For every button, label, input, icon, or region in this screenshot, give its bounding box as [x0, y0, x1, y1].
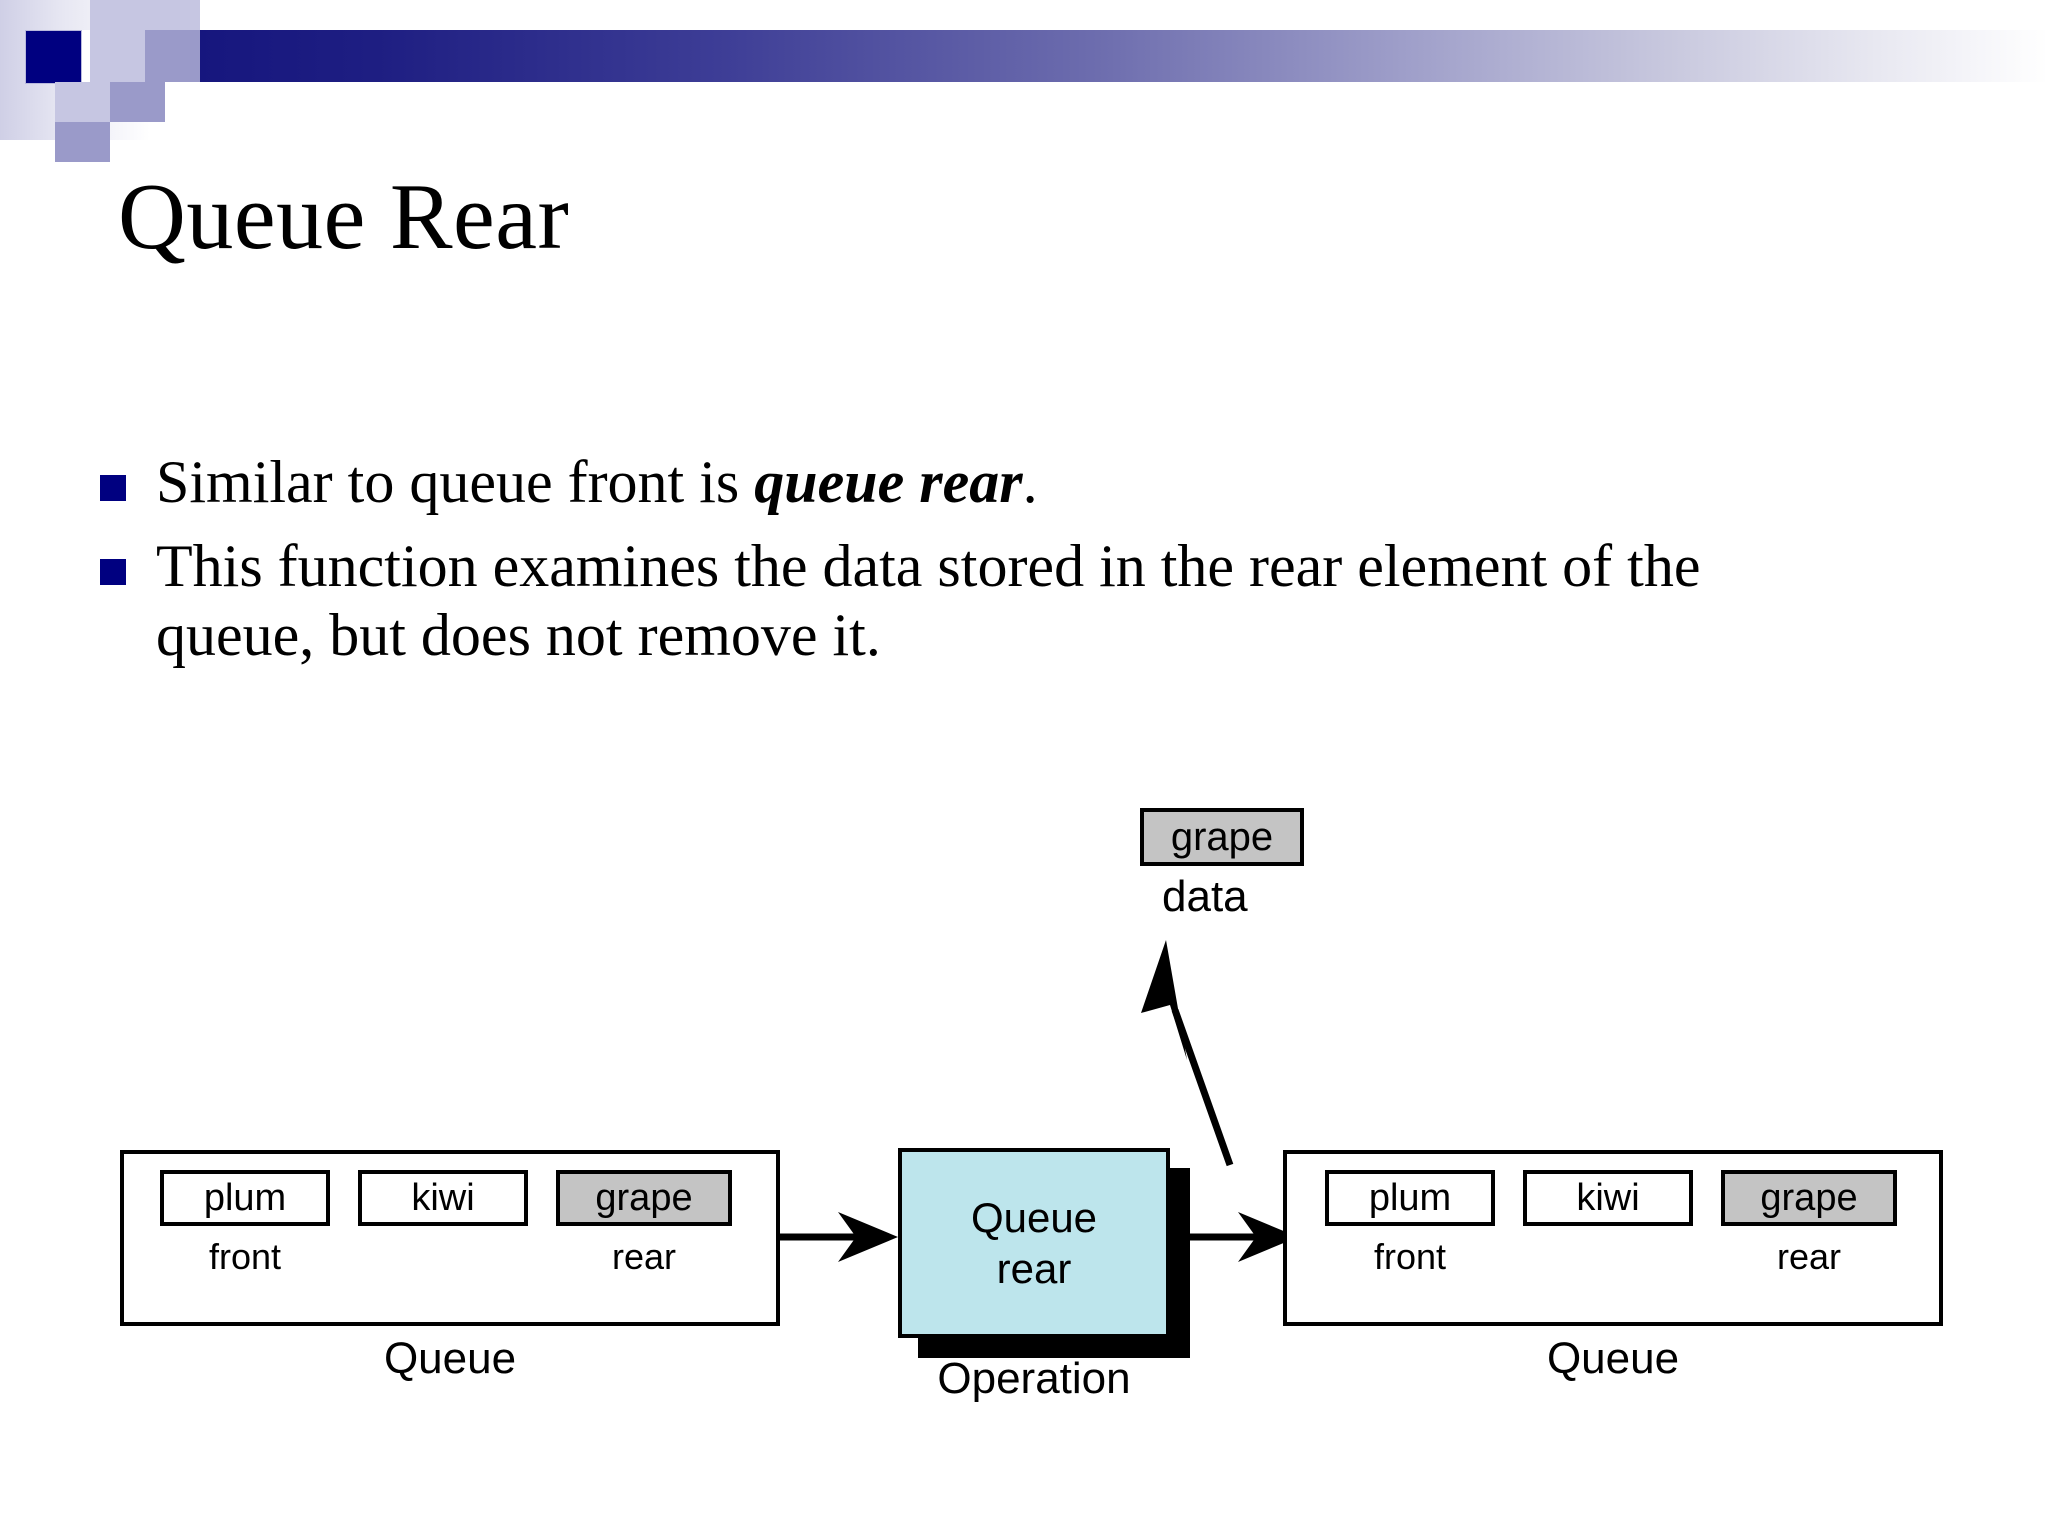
bullet-text-2: This function examines the data stored i…	[156, 532, 1856, 671]
output-rear-label: rear	[1776, 1236, 1842, 1277]
bullet-square-icon	[100, 475, 126, 501]
page-title: Queue Rear	[118, 165, 570, 269]
data-output-label: data	[1162, 872, 1248, 921]
deco-square-6	[55, 82, 110, 122]
input-cell-2: grape	[556, 1170, 732, 1226]
output-queue-caption: Queue	[1546, 1334, 1680, 1383]
list-item: This function examines the data stored i…	[100, 532, 1920, 671]
bullet-1-suffix: .	[1022, 449, 1038, 515]
header-decoration	[0, 0, 2048, 162]
deco-square-3	[90, 30, 145, 82]
operation-caption: Operation	[937, 1354, 1131, 1403]
deco-square-1	[90, 0, 145, 30]
input-front-label: front	[208, 1236, 282, 1277]
bullet-list: Similar to queue front is queue rear. Th…	[100, 448, 1920, 685]
deco-square-4	[145, 30, 200, 82]
input-cell-0: plum	[160, 1170, 330, 1226]
bullet-text-1: Similar to queue front is queue rear.	[156, 448, 1038, 518]
bullet-1-prefix: Similar to queue front is	[156, 449, 755, 515]
operation-line-2: rear	[996, 1245, 1072, 1292]
list-item: Similar to queue front is queue rear.	[100, 448, 1920, 518]
operation-line-1: Queue	[970, 1193, 1098, 1241]
arrow-input-to-operation	[780, 1212, 898, 1262]
output-cell-2: grape	[1721, 1170, 1897, 1226]
bullet-1-emphasis: queue rear	[754, 449, 1023, 515]
bullet-2-prefix: This function examines the data stored i…	[156, 532, 1701, 669]
output-cell-0: plum	[1325, 1170, 1495, 1226]
input-rear-label: rear	[611, 1236, 677, 1277]
deco-square-2	[145, 0, 200, 30]
deco-square-8	[55, 122, 110, 162]
output-front-label: front	[1373, 1236, 1447, 1277]
queue-rear-diagram: plum kiwi grape front rear Queue Queue r…	[0, 808, 2048, 1403]
deco-square-7	[110, 82, 165, 122]
header-gradient-bar	[148, 30, 2048, 82]
input-queue-caption: Queue	[383, 1334, 517, 1383]
deco-square-navy	[25, 30, 82, 84]
output-cell-1: kiwi	[1523, 1170, 1693, 1226]
data-output-cell: grape	[1140, 808, 1304, 866]
bullet-square-icon	[100, 558, 126, 585]
arrow-operation-to-output	[1180, 1212, 1298, 1262]
operation-box: Queue rear	[898, 1148, 1170, 1338]
arrow-operation-to-data	[1141, 940, 1234, 1167]
input-cell-1: kiwi	[358, 1170, 528, 1226]
